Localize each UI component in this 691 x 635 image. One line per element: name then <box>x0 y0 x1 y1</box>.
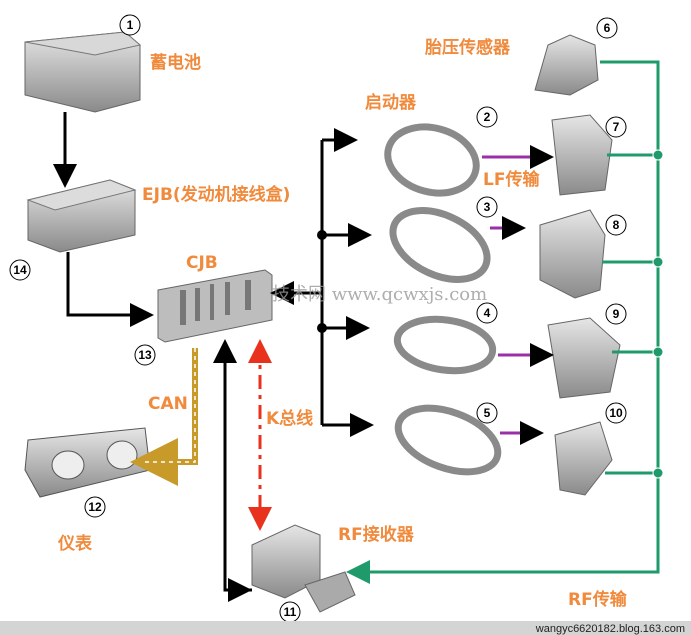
number-badge: 1 <box>127 18 134 32</box>
number-badge: 4 <box>484 306 491 320</box>
junction-dots <box>317 230 327 333</box>
label-rf-receiver: RF接收器 <box>338 524 415 545</box>
number-badge-circle <box>605 402 627 424</box>
number-badge-circle <box>119 14 141 36</box>
rf-lines <box>346 60 660 584</box>
instrument-cluster <box>24 427 151 498</box>
label-tpms-sensor: 胎压传感器 <box>425 37 511 58</box>
number-badge-circle <box>84 496 106 518</box>
label-rf-transmission: RF传输 <box>568 589 628 610</box>
battery <box>24 31 142 113</box>
number-badge: 6 <box>604 21 611 35</box>
can-bus-line <box>130 348 198 486</box>
rf-junction-dots <box>652 149 664 479</box>
footer-text: wangyc6620182.blog.163.com <box>535 623 685 635</box>
label-cluster: 仪表 <box>57 533 93 554</box>
number-badge: 10 <box>609 406 623 420</box>
label-starter: 启动器 <box>365 92 417 113</box>
number-badge-circle <box>605 214 627 236</box>
number-badge: 12 <box>88 500 102 514</box>
number-badge-circle <box>476 402 498 424</box>
number-badge-circle <box>134 344 156 366</box>
power-wiring <box>53 112 374 602</box>
label-ejb: EJB(发动机接线盒) <box>142 184 290 205</box>
label-battery: 蓄电池 <box>150 52 201 73</box>
number-badge: 5 <box>484 406 491 420</box>
number-badge-circle <box>596 17 618 39</box>
tpms-sensors <box>534 34 621 496</box>
number-badge-circle <box>476 106 498 128</box>
number-badge-circle <box>476 196 498 218</box>
number-badge: 8 <box>613 218 620 232</box>
ejb-junction-box <box>26 179 137 253</box>
number-badge-circle <box>9 259 31 281</box>
key-fob-frames <box>384 123 502 476</box>
watermark: 技术网 www.qcwxjs.com <box>272 284 487 305</box>
footer-bar <box>0 621 691 635</box>
number-badge-circle <box>605 116 627 138</box>
number-badge: 7 <box>613 120 620 134</box>
number-badge-circle <box>476 302 498 324</box>
label-can: CAN <box>148 394 188 414</box>
cjb-module <box>157 269 273 343</box>
label-cjb: CJB <box>186 253 218 273</box>
number-badge-circle <box>605 303 627 325</box>
rf-receiver <box>251 524 356 613</box>
number-badge: 14 <box>13 263 27 277</box>
number-badge: 3 <box>484 200 491 214</box>
label-lf-transmission: LF传输 <box>483 169 540 190</box>
number-badge: 13 <box>138 348 152 362</box>
number-badge: 11 <box>284 605 297 619</box>
lf-arrows <box>482 145 554 445</box>
number-badge: 9 <box>613 307 620 321</box>
label-k-bus: K总线 <box>266 408 313 429</box>
number-badge: 2 <box>484 110 491 124</box>
